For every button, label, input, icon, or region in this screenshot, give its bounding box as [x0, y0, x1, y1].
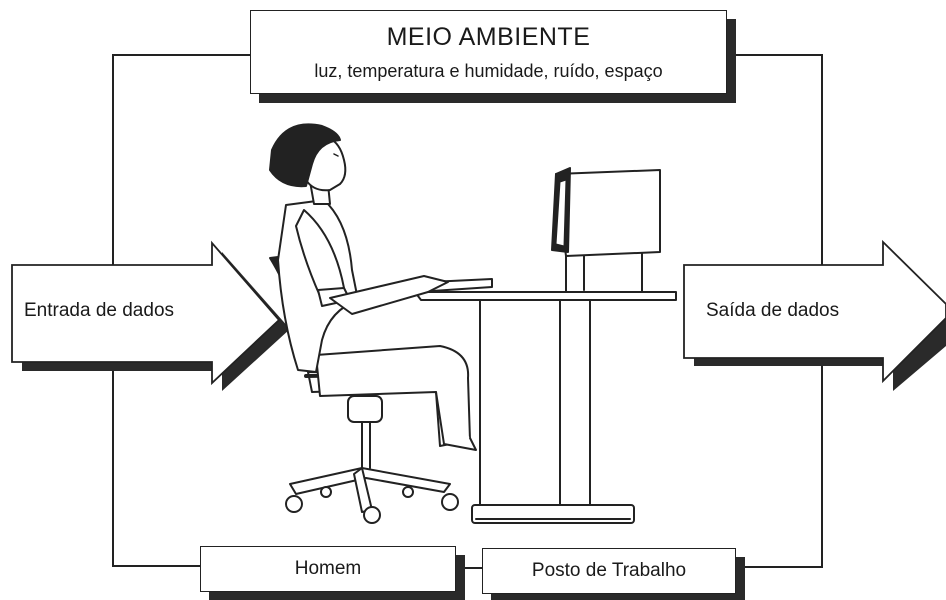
- environment-title: MEIO AMBIENTE: [386, 23, 591, 51]
- output-arrow: [683, 239, 946, 391]
- workstation-illustration: [269, 123, 677, 524]
- system-frame: [112, 54, 823, 569]
- input-arrow: [11, 240, 290, 391]
- man-box: Homem: [200, 546, 456, 592]
- environment-subtitle: luz, temperatura e humidade, ruído, espa…: [314, 61, 663, 81]
- workstation-box: Posto de Trabalho: [482, 548, 736, 594]
- input-arrow-label: Entrada de dados: [24, 300, 175, 321]
- output-arrow-label: Saída de dados: [706, 300, 840, 321]
- environment-box: MEIO AMBIENTE luz, temperatura e humidad…: [250, 10, 727, 94]
- monitor: [551, 167, 661, 293]
- seated-woman: [269, 123, 477, 451]
